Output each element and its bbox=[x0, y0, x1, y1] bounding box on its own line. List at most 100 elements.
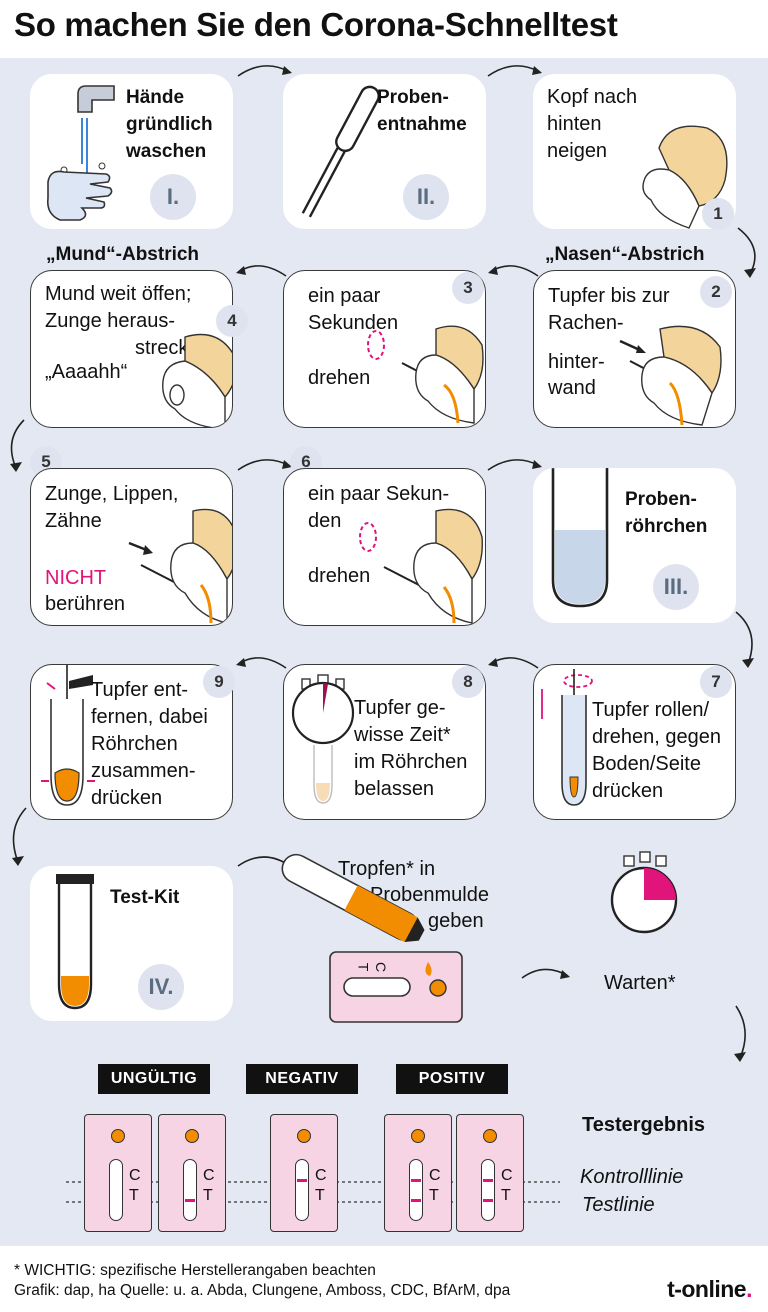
test-tube-icon bbox=[551, 468, 609, 608]
nose-line2: Rachen- bbox=[548, 312, 624, 334]
step-test-kit: Test-Kit IV. bbox=[30, 866, 233, 1021]
control-mark bbox=[483, 1179, 493, 1182]
step-number: 9 bbox=[203, 666, 235, 698]
drops-line2: Probenmulde bbox=[370, 884, 489, 906]
arrow-icon bbox=[12, 807, 27, 866]
step-head-back: Kopf nach hinten neigen bbox=[533, 74, 736, 229]
cassette-c-label: C bbox=[373, 961, 390, 973]
c-label: C bbox=[429, 1167, 441, 1184]
step-sample-collection: Proben- entnahme II. bbox=[283, 74, 486, 229]
tube-line2: röhrchen bbox=[625, 516, 708, 537]
arrow-icon bbox=[734, 1005, 746, 1062]
wait-label: Warten* bbox=[604, 972, 676, 994]
cassette-t-label: T bbox=[355, 962, 372, 972]
roll-line4: drücken bbox=[592, 780, 664, 802]
rotate1-line3: drehen bbox=[308, 367, 371, 389]
step-wait-in-tube: Tupfer ge- wisse Zeit* im Röhrchen belas… bbox=[283, 664, 486, 820]
head-swab-rotate-icon bbox=[359, 508, 483, 624]
c-label: C bbox=[501, 1167, 513, 1184]
rotate1-line1: ein paar bbox=[308, 285, 381, 307]
c-label: C bbox=[129, 1167, 141, 1184]
roman-badge: IV. bbox=[138, 964, 184, 1010]
mouth-swab-heading: „Mund“-Abstrich bbox=[46, 244, 200, 265]
rotate2-line2: den bbox=[308, 510, 342, 532]
rotate2-line1: ein paar Sekun- bbox=[308, 483, 450, 505]
badge-negative: NEGATIV bbox=[246, 1064, 358, 1094]
step-number: 7 bbox=[700, 666, 732, 698]
head-line2: hinten bbox=[547, 113, 602, 135]
step-avoid-contact: Zunge, Lippen, Zähne NICHT berühren bbox=[30, 468, 233, 626]
result-window bbox=[481, 1159, 495, 1221]
control-mark bbox=[411, 1179, 421, 1182]
result-window bbox=[109, 1159, 123, 1221]
head-line3: neigen bbox=[547, 140, 608, 162]
arrow-icon bbox=[236, 265, 287, 277]
wait-tube-line1: Tupfer ge- bbox=[354, 697, 446, 719]
roman-badge: I. bbox=[150, 174, 196, 220]
avoid-line1: Zunge, Lippen, bbox=[45, 483, 179, 505]
hand-washing-icon bbox=[46, 85, 115, 221]
avoid-line2: Zähne bbox=[45, 510, 102, 532]
footnote: * WICHTIG: spezifische Herstellerangaben… bbox=[14, 1262, 376, 1279]
arrow-icon bbox=[737, 227, 756, 278]
badge-positive: POSITIV bbox=[396, 1064, 508, 1094]
drops-line3: geben bbox=[428, 910, 484, 932]
c-label: C bbox=[315, 1167, 327, 1184]
roll-swab-icon bbox=[541, 669, 593, 806]
mouth-line1: Mund weit öffen; bbox=[45, 283, 192, 305]
test-mark bbox=[185, 1199, 195, 1202]
step-number: 3 bbox=[452, 272, 484, 304]
stopwatch-tube-icon bbox=[291, 674, 355, 804]
head-line1: Kopf nach bbox=[547, 86, 638, 108]
roll-line1: Tupfer rollen/ bbox=[592, 699, 710, 721]
sample-well bbox=[111, 1129, 125, 1143]
sample-well bbox=[483, 1129, 497, 1143]
sample-well bbox=[297, 1129, 311, 1143]
head-nose-swab-icon bbox=[619, 325, 722, 426]
arrow-icon bbox=[521, 968, 570, 979]
nose-line4: wand bbox=[548, 377, 596, 399]
step-number: 8 bbox=[452, 666, 484, 698]
result-window bbox=[295, 1159, 309, 1221]
nose-line1: Tupfer bis zur bbox=[548, 285, 670, 307]
sample-well bbox=[411, 1129, 425, 1143]
wait-tube-line3: im Röhrchen bbox=[354, 751, 468, 773]
remove-line4: zusammen- bbox=[91, 760, 196, 782]
test-mark bbox=[483, 1199, 493, 1202]
test-kit-label: Test-Kit bbox=[110, 887, 180, 908]
squeeze-tube-icon bbox=[41, 665, 95, 806]
drops-line1: Tropfen* in bbox=[338, 858, 436, 880]
wait-tube-line4: belassen bbox=[354, 778, 435, 800]
test-line-label: Testlinie bbox=[582, 1194, 655, 1216]
wash-line3: waschen bbox=[126, 141, 207, 162]
remove-line5: drücken bbox=[91, 787, 163, 809]
roman-badge: II. bbox=[403, 174, 449, 220]
result-window bbox=[183, 1159, 197, 1221]
step-sample-tube: Proben- röhrchen III. bbox=[533, 468, 736, 623]
head-mouth-swab-icon bbox=[128, 508, 232, 624]
nose-swab-heading: „Nasen“-Abstrich bbox=[545, 244, 705, 265]
sample-line1: Proben- bbox=[377, 87, 449, 108]
arrow-icon bbox=[487, 65, 542, 77]
head-swab-rotate-icon bbox=[367, 325, 484, 424]
test-mark bbox=[411, 1199, 421, 1202]
brand-logo: t-online. bbox=[667, 1276, 752, 1302]
step-wash-hands: Hände gründlich waschen I. bbox=[30, 74, 233, 229]
t-label: T bbox=[429, 1187, 439, 1204]
remove-line2: fernen, dabei bbox=[91, 706, 208, 728]
arrow-icon bbox=[488, 657, 539, 669]
nose-line3: hinter- bbox=[548, 351, 605, 373]
remove-line3: Röhrchen bbox=[91, 733, 178, 755]
arrow-icon bbox=[487, 459, 542, 471]
badge-invalid: UNGÜLTIG bbox=[98, 1064, 210, 1094]
mouth-line4: „Aaaahh“ bbox=[45, 361, 128, 383]
dropper-cassette-icon bbox=[281, 853, 463, 1023]
sample-well bbox=[185, 1129, 199, 1143]
page-title: So machen Sie den Corona-Schnelltest bbox=[14, 6, 618, 43]
step-rotate-mouth: ein paar Sekun- den drehen bbox=[283, 468, 486, 626]
credit-line: Grafik: dap, ha Quelle: u. a. Abda, Clun… bbox=[14, 1282, 511, 1299]
avoid-line3: NICHT bbox=[45, 567, 107, 589]
result-window bbox=[409, 1159, 423, 1221]
